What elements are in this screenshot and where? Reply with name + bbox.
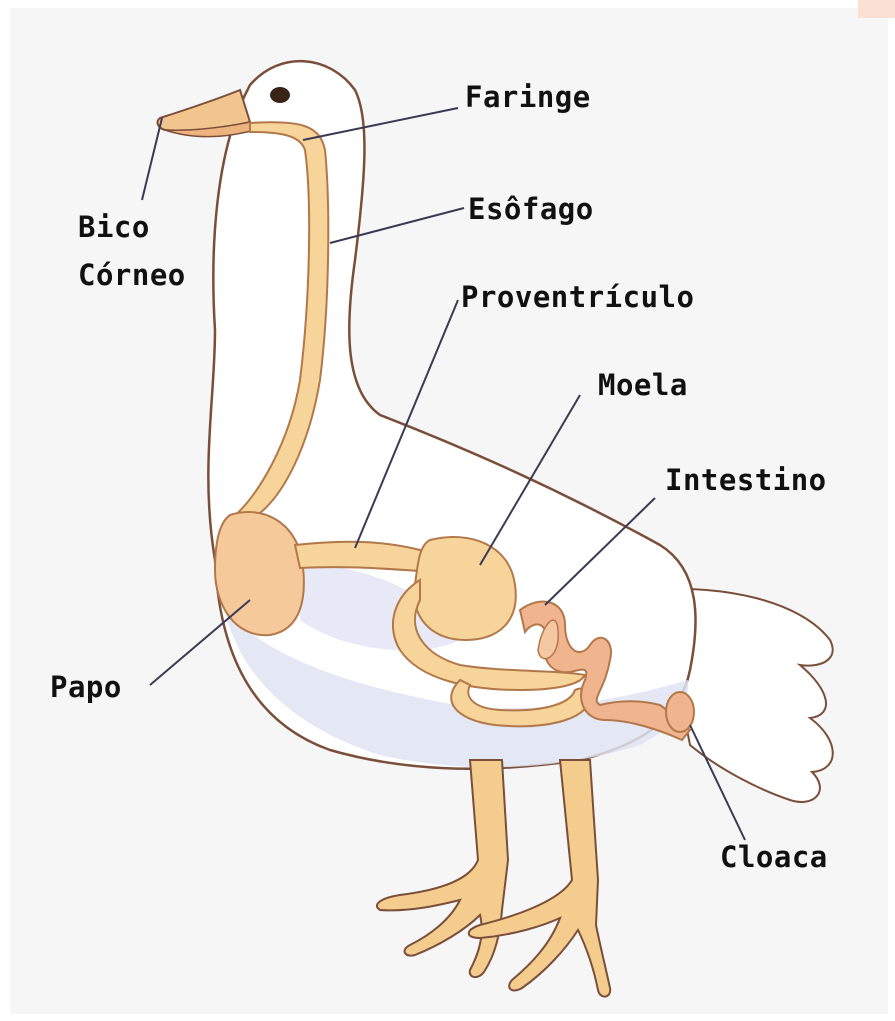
label-faringe: Faringe [465,80,591,114]
label-moela: Moela [598,368,688,402]
label-proventriculo: Proventrículo [461,280,694,314]
bico-leader [142,118,162,200]
corner-accent [858,0,895,18]
label-bico-line2: Córneo [78,258,186,292]
eye [270,87,290,103]
label-papo: Papo [50,670,122,704]
label-intestino: Intestino [665,463,827,497]
label-cloaca: Cloaca [720,840,828,874]
left-leg [377,760,508,977]
label-bico-line1: Bico [78,210,150,244]
label-esofago: Esôfago [468,192,594,226]
